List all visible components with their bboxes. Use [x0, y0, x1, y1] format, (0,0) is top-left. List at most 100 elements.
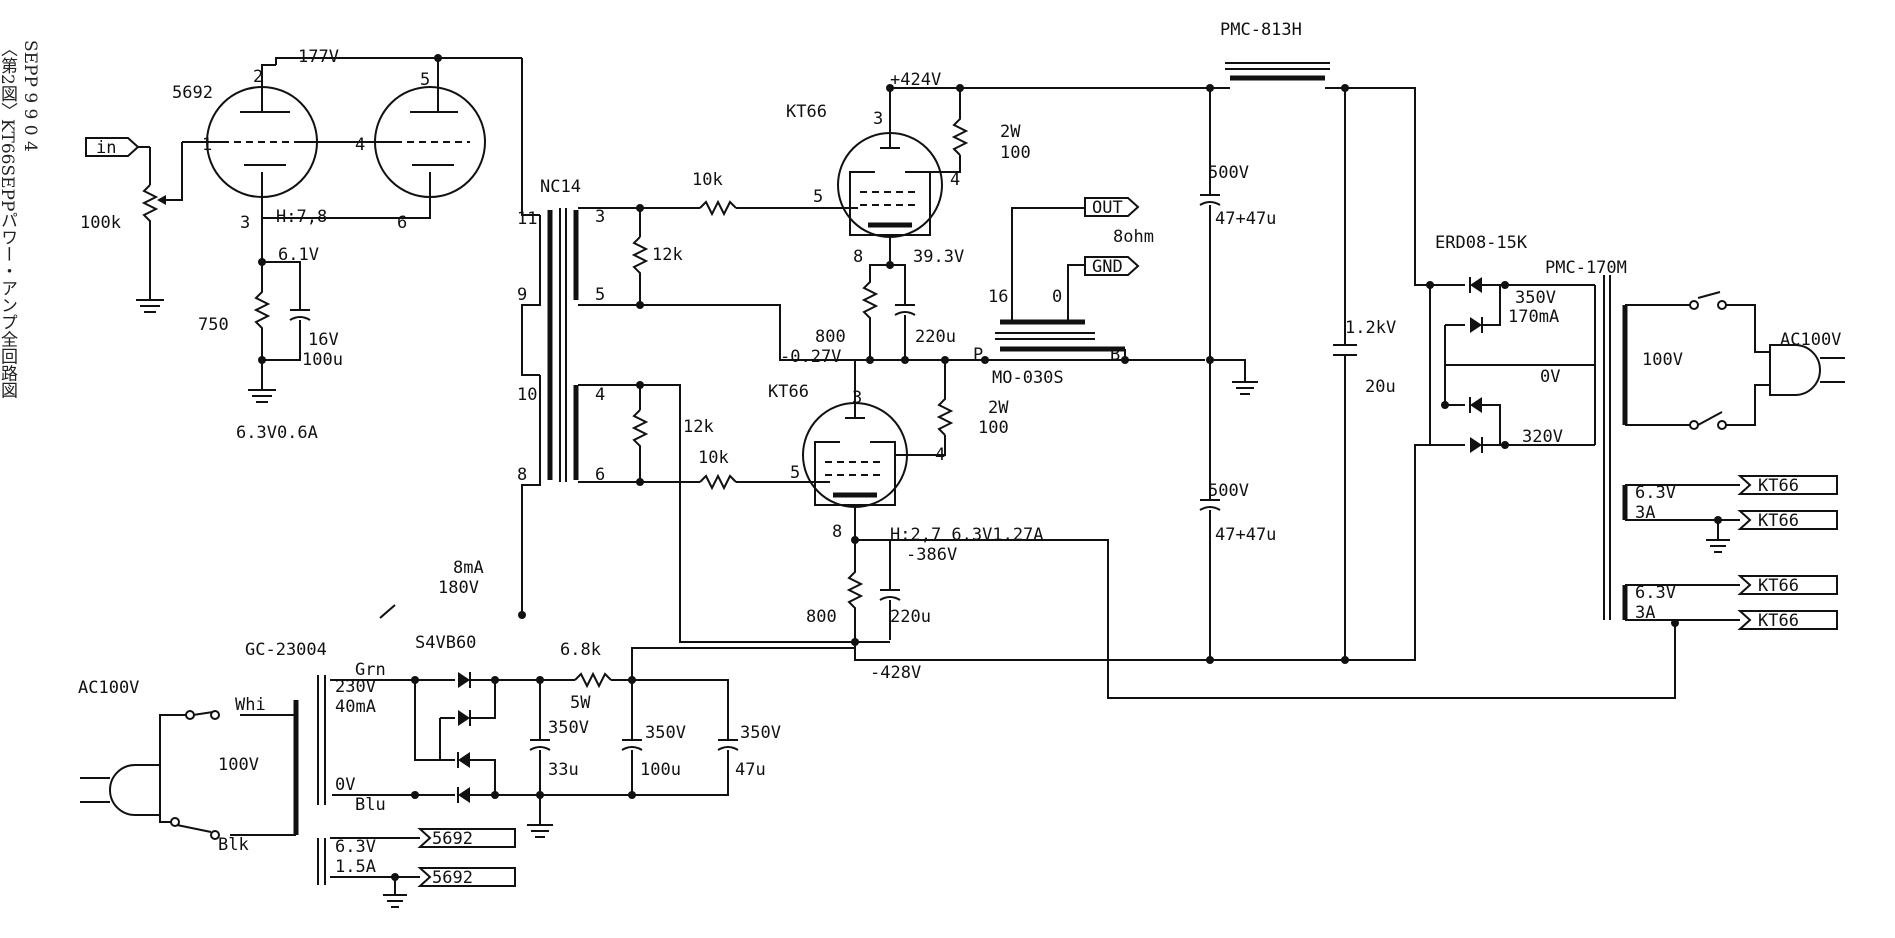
label-h3a-a: 3A	[1635, 503, 1655, 523]
label-v0: 0V	[1540, 367, 1560, 387]
label-heater-driver: H:7,8	[276, 207, 327, 227]
label-heater-spec: 6.3V0.6A	[236, 423, 318, 443]
label-h15a: 1.5A	[335, 857, 376, 877]
output-tube-upper	[830, 84, 1210, 364]
label-r68k: 6.8k	[560, 640, 601, 660]
label-p100v-l: 100V	[218, 755, 259, 775]
label-tap16: 16	[988, 287, 1008, 307]
input-network	[85, 137, 183, 313]
driver-cathode-network	[248, 218, 311, 403]
label-kt66-t4: KT66	[1758, 611, 1799, 631]
input-tag	[85, 137, 140, 157]
label-c4747-a: 47+47u	[1215, 209, 1276, 229]
label-s4vb60: S4VB60	[415, 633, 476, 653]
label-kt66-a: KT66	[786, 102, 827, 122]
label-pmc170m: PMC-170M	[1545, 258, 1627, 278]
label-lo8: 8	[832, 522, 842, 542]
label-r100-b: 100	[978, 418, 1009, 438]
label-pmc813h: PMC-813H	[1220, 20, 1302, 40]
label-v393: 39.3V	[913, 247, 964, 267]
label-p100v: 100V	[1642, 350, 1683, 370]
label-up3: 3	[873, 109, 883, 129]
label-ma170: 170mA	[1508, 307, 1559, 327]
label-pin1: 1	[202, 135, 212, 155]
figure-code: SEPP 9 9 0 4	[20, 40, 40, 152]
label-c100u-b: 100u	[640, 760, 681, 780]
label-c350v-c: 350V	[740, 723, 781, 743]
label-c500v-b: 500V	[1208, 481, 1249, 501]
label-c20u: 20u	[1365, 377, 1396, 397]
label-v424: +424V	[890, 70, 941, 90]
label-pin3: 3	[240, 213, 250, 233]
driver-tube-5692	[182, 54, 522, 219]
label-lo4: 4	[935, 445, 945, 465]
label-ac100v-l: AC100V	[78, 678, 139, 698]
label-s6: 6	[595, 465, 605, 485]
label-c350v-b: 350V	[645, 723, 686, 743]
labels: 5692 1 2 3 4 5 6 177V H:7,8 in 100k 6.1V…	[78, 20, 1841, 888]
label-tap-p: P	[973, 345, 983, 365]
label-t8: 8	[517, 465, 527, 485]
figure-caption: 〈第2図〉KT66SEPPパワー・アンプ全回路図	[0, 40, 17, 399]
label-r2w-b: 2W	[988, 398, 1009, 418]
label-kt66-t3: KT66	[1758, 576, 1799, 596]
label-ac100v-r: AC100V	[1780, 330, 1841, 350]
output-transformer	[981, 197, 1205, 364]
ht-supply	[1199, 62, 1595, 664]
label-r750: 750	[198, 315, 229, 335]
label-out: OUT	[1092, 198, 1123, 218]
label-blk: Blk	[218, 835, 249, 855]
transformer-nc14	[518, 58, 880, 643]
label-pin6: 6	[397, 213, 407, 233]
label-r800-b: 800	[806, 607, 837, 627]
label-c33u: 33u	[548, 760, 579, 780]
label-lo3: 3	[852, 388, 862, 408]
label-tap-b: B	[1110, 345, 1120, 365]
label-r12k-a: 12k	[652, 245, 683, 265]
label-c500v-a: 500V	[1208, 163, 1249, 183]
label-mo030s: MO-030S	[992, 368, 1064, 388]
label-v0b: 0V	[335, 775, 355, 795]
label-vm428: -428V	[870, 663, 921, 683]
power-transformer	[1594, 275, 1845, 630]
label-t9: 9	[517, 285, 527, 305]
out-tag	[1084, 197, 1140, 217]
label-gc: GC-23004	[245, 640, 327, 660]
side-caption: SEPP 9 9 0 4 〈第2図〉KT66SEPPパワー・アンプ全回路図	[0, 40, 40, 760]
label-pin5: 5	[420, 70, 430, 90]
label-whi: Whi	[235, 695, 266, 715]
label-c12kv: 1.2kV	[1345, 318, 1396, 338]
label-kt66-t1: KT66	[1758, 476, 1799, 496]
label-c4747-b: 47+47u	[1215, 525, 1276, 545]
label-heater-power: H:2,7 6.3V1.27A	[890, 525, 1044, 545]
label-h63a: 6.3V	[1635, 483, 1676, 503]
label-tap0: 0	[1052, 287, 1062, 307]
label-5692-b: 5692	[432, 868, 473, 888]
label-r100-a: 100	[1000, 143, 1031, 163]
label-up5: 5	[813, 187, 823, 207]
label-cap16v: 16V	[308, 330, 339, 350]
label-vm027: -0.27V	[780, 347, 841, 367]
label-gnd: GND	[1092, 257, 1123, 277]
label-pot: 100k	[80, 213, 121, 233]
label-v177: 177V	[298, 47, 339, 67]
label-tube-driver: 5692	[172, 83, 213, 103]
label-vm386: -386V	[906, 545, 957, 565]
label-r12k-b: 12k	[683, 417, 714, 437]
label-kt66-t2: KT66	[1758, 511, 1799, 531]
label-h63c: 6.3V	[335, 837, 376, 857]
label-s5: 5	[595, 285, 605, 305]
label-h63b: 6.3V	[1635, 583, 1676, 603]
label-v-cathode: 6.1V	[278, 245, 319, 265]
label-8ohm: 8ohm	[1113, 227, 1154, 247]
label-t10: 10	[517, 385, 537, 405]
label-grn: Grn	[355, 660, 386, 680]
label-v320: 320V	[1522, 427, 1563, 447]
label-r10k-a: 10k	[692, 170, 723, 190]
label-up4: 4	[950, 170, 960, 190]
label-lo5: 5	[790, 463, 800, 483]
label-in: in	[96, 138, 116, 158]
bias-supply	[80, 604, 855, 908]
label-c220-a: 220u	[915, 327, 956, 347]
label-s4: 4	[595, 385, 605, 405]
